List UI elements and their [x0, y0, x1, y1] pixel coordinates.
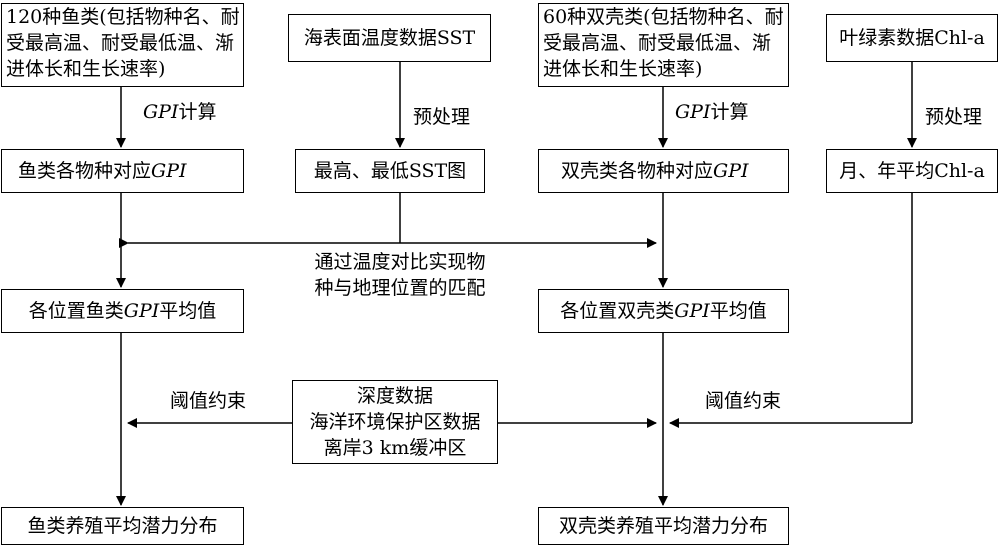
- fish-potential-box: 鱼类养殖平均潜力分布: [1, 507, 244, 545]
- fish-gpi-text: 鱼类各物种对应: [18, 160, 152, 182]
- constraint-line-3: 离岸3 km缓冲区: [323, 437, 467, 459]
- fish-gpi-calc-label: GPI计算: [143, 99, 216, 125]
- fish-gpi-avg-pre: 各位置鱼类: [28, 300, 124, 322]
- bivalve-gpi-avg-italic: GPI: [674, 300, 710, 322]
- bivalve-threshold-label: 阈值约束: [705, 388, 781, 414]
- bivalve-potential-box: 双壳类养殖平均潜力分布: [538, 507, 789, 545]
- sst-map-box: 最高、最低SST图: [295, 149, 485, 193]
- chla-preprocess-label: 预处理: [925, 104, 982, 130]
- matching-line-2: 种与地理位置的匹配: [314, 277, 486, 299]
- chla-data-text: 叶绿素数据Chl-a: [839, 27, 985, 49]
- bivalve-species-line-3: 进体长和生长速率): [543, 58, 703, 80]
- fish-gpi-italic: GPI: [151, 160, 187, 182]
- fish-potential-text: 鱼类养殖平均潜力分布: [27, 515, 218, 537]
- fish-gpi-calc-text: 计算: [178, 101, 217, 123]
- constraint-line-2: 海洋环境保护区数据: [309, 411, 481, 433]
- fish-species-line-1: 120种鱼类(包括物种名、耐: [6, 6, 240, 28]
- fish-gpi-calc-italic: GPI: [143, 101, 179, 123]
- bivalve-gpi-calc-italic: GPI: [675, 101, 711, 123]
- chla-avg-text: 月、年平均Chl-a: [839, 160, 985, 182]
- sst-data-text: 海表面温度数据SST: [303, 27, 476, 49]
- fish-species-box: 120种鱼类(包括物种名、耐 受最高温、耐受最低温、渐 进体长和生长速率): [1, 3, 244, 87]
- fish-gpi-avg-italic: GPI: [123, 300, 160, 322]
- sst-preprocess-label: 预处理: [413, 104, 470, 130]
- bivalve-potential-text: 双壳类养殖平均潜力分布: [558, 515, 768, 537]
- matching-label: 通过温度对比实现物 种与地理位置的匹配: [300, 249, 500, 301]
- chla-avg-box: 月、年平均Chl-a: [826, 149, 998, 193]
- bivalve-species-line-2: 受最高温、耐受最低温、渐: [543, 32, 772, 54]
- bivalve-species-line-1: 60种双壳类(包括物种名、耐: [543, 6, 784, 28]
- chla-preprocess-text: 预处理: [925, 106, 983, 128]
- fish-gpi-avg-post: 平均值: [159, 300, 217, 322]
- constraint-data-box: 深度数据 海洋环境保护区数据 离岸3 km缓冲区: [292, 380, 498, 464]
- sst-data-box: 海表面温度数据SST: [288, 14, 491, 62]
- constraint-line-1: 深度数据: [356, 385, 433, 407]
- bivalve-gpi-calc-text: 计算: [710, 101, 749, 123]
- chla-data-box: 叶绿素数据Chl-a: [826, 14, 998, 62]
- sst-preprocess-text: 预处理: [413, 106, 471, 128]
- fish-species-line-3: 进体长和生长速率): [6, 58, 166, 80]
- bivalve-gpi-avg-pre: 各位置双壳类: [560, 300, 675, 322]
- matching-line-1: 通过温度对比实现物: [314, 251, 486, 273]
- sst-map-text: 最高、最低SST图: [313, 160, 467, 182]
- bivalve-gpi-avg-post: 平均值: [709, 300, 767, 322]
- bivalve-gpi-calc-label: GPI计算: [675, 99, 748, 125]
- fish-threshold-label: 阈值约束: [170, 388, 246, 414]
- fish-threshold-text: 阈值约束: [170, 390, 247, 412]
- bivalve-species-box: 60种双壳类(包括物种名、耐 受最高温、耐受最低温、渐 进体长和生长速率): [538, 3, 789, 87]
- bivalve-threshold-text: 阈值约束: [705, 390, 782, 412]
- bivalve-gpi-italic: GPI: [713, 160, 749, 182]
- fish-species-line-2: 受最高温、耐受最低温、渐: [6, 32, 235, 54]
- bivalve-gpi-text: 双壳类各物种对应: [561, 160, 714, 182]
